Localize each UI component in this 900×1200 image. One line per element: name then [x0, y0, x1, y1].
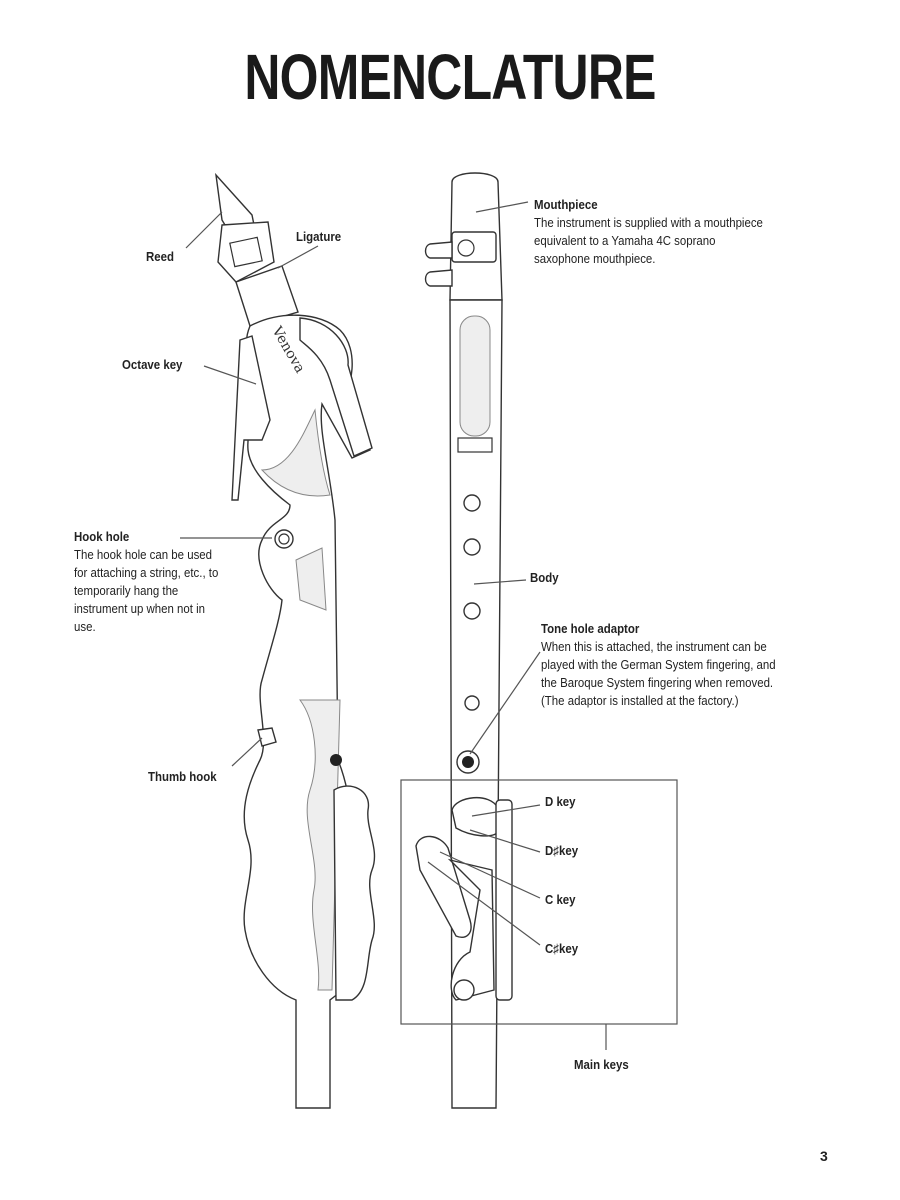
d-key-shape: [451, 796, 501, 837]
tone-hole-adaptor-name: Tone hole adaptor: [541, 621, 640, 636]
mouthpiece-name: Mouthpiece: [534, 197, 598, 212]
ligature-shape: [217, 221, 275, 283]
label-d-sharp-key: D♯key: [545, 843, 579, 858]
tone-hole-adaptor-description: When this is attached, the instrument ca…: [541, 639, 776, 708]
label-c-key: C key: [545, 892, 576, 907]
hook-hole-shape: [274, 529, 294, 549]
front-view-instrument: [400, 172, 678, 1109]
label-octave-key: Octave key: [122, 357, 183, 372]
side-keys: [333, 785, 376, 1001]
side-view-instrument: Venova: [215, 172, 376, 1109]
page-title: NOMENCLATURE: [244, 41, 656, 113]
label-d-key: D key: [545, 794, 576, 809]
label-c-sharp-key: C♯key: [545, 941, 579, 956]
octave-key-shape: [231, 335, 271, 501]
label-hook-hole: Hook hole The hook hole can be used for …: [74, 528, 222, 636]
main-keys-box: [400, 779, 678, 1025]
c-key-shape: [415, 835, 472, 938]
page-number: 3: [820, 1148, 828, 1164]
label-mouthpiece: Mouthpiece The instrument is supplied wi…: [534, 196, 773, 268]
label-ligature: Ligature: [296, 229, 342, 244]
label-tone-hole-adaptor: Tone hole adaptor When this is attached,…: [541, 620, 777, 710]
label-reed: Reed: [146, 249, 174, 264]
label-main-keys: Main keys: [574, 1057, 629, 1072]
thumb-hook-shape: [257, 727, 277, 747]
label-thumb-hook: Thumb hook: [148, 769, 217, 784]
label-body: Body: [530, 570, 559, 585]
mouthpiece-description: The instrument is supplied with a mouthp…: [534, 215, 763, 266]
leader-lines: [180, 201, 607, 1050]
hook-hole-description: The hook hole can be used for attaching …: [74, 547, 219, 634]
hook-hole-name: Hook hole: [74, 529, 130, 544]
